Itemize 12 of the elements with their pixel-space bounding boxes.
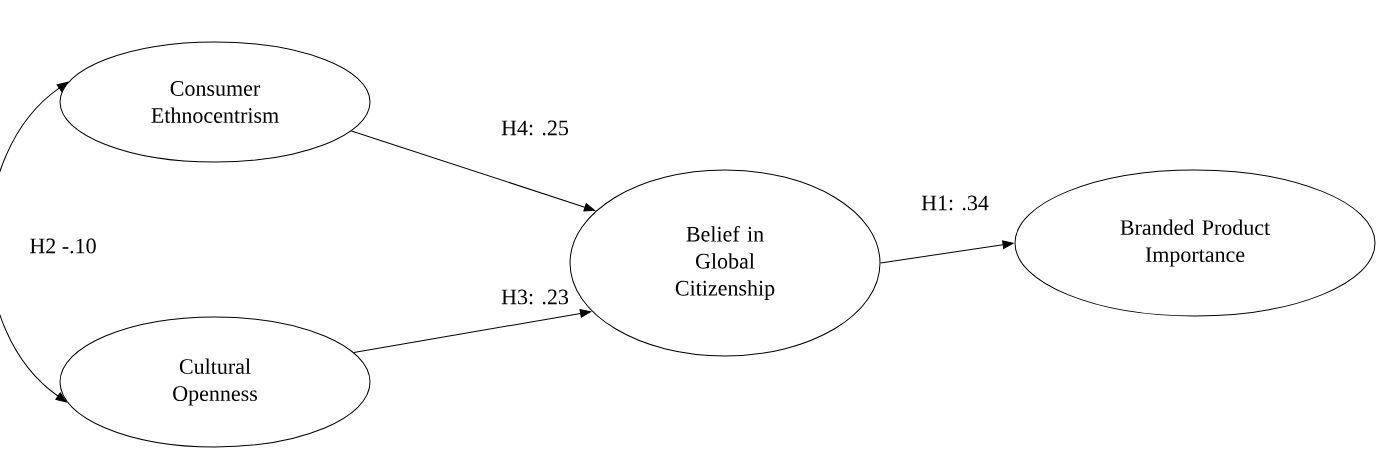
arrow [353, 309, 592, 353]
ellipse-node: Belief in Global Citizenship [569, 169, 881, 357]
edge-label: H2 -.10 [30, 238, 96, 254]
arrow [0, 81, 69, 403]
ellipse-node: Cultural Openness [59, 316, 371, 448]
edge-label: H4: .25 [501, 120, 569, 136]
edge-label: H1: .34 [921, 195, 989, 211]
edge-label: H3: .23 [501, 289, 569, 305]
arrow [350, 130, 596, 212]
ellipse-node: Consumer Ethnocentrism [59, 41, 371, 163]
ellipse-node: Branded Product Importance [1014, 169, 1376, 317]
arrow [880, 240, 1014, 264]
